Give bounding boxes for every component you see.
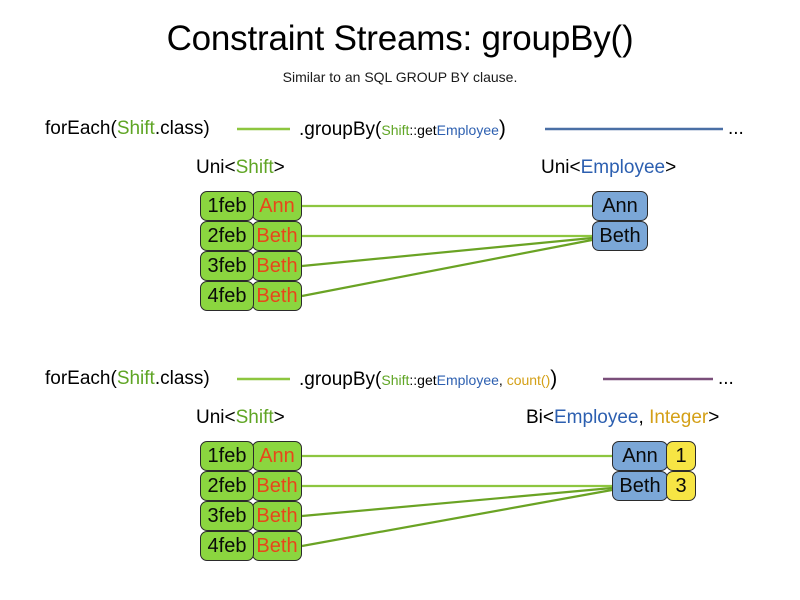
caption-type-employee: Employee <box>580 157 666 178</box>
shift-row[interactable]: 2feb Beth <box>200 221 302 251</box>
shift-row[interactable]: 1feb Ann <box>200 441 302 471</box>
groupby-keyword: .groupBy( <box>299 369 382 390</box>
foreach-keyword: forEach( <box>45 368 117 389</box>
shift-employee: Beth <box>252 221 302 251</box>
code-line-groupby-single: forEach(Shift.class) <box>45 117 210 141</box>
caption-type-shift: Shift <box>235 157 274 178</box>
caption-bi-employee-integer: Bi<Employee, Integer> <box>526 406 719 429</box>
shift-row[interactable]: 1feb Ann <box>200 191 302 221</box>
mapper-separator: ::get <box>409 122 437 138</box>
group-employee: Beth <box>592 221 648 251</box>
caption-suffix: > <box>708 407 720 428</box>
group-row[interactable]: Beth <box>592 221 648 251</box>
foreach-type-shift: Shift <box>116 368 155 389</box>
foreach-type-shift: Shift <box>116 118 155 139</box>
collector-count: count() <box>506 372 551 388</box>
code-groupby-call-single: .groupBy(Shift::getEmployee) <box>299 117 506 142</box>
shift-date: 3feb <box>200 501 254 531</box>
groupby-close-paren: ) <box>550 367 558 390</box>
code-line-groupby-count: forEach(Shift.class) <box>45 367 210 391</box>
caption-suffix: > <box>273 157 285 178</box>
caption-suffix: > <box>273 407 285 428</box>
caption-prefix: Uni< <box>541 157 581 178</box>
shift-employee: Ann <box>252 441 302 471</box>
shift-employee: Beth <box>252 281 302 311</box>
group-row[interactable]: Ann <box>592 191 648 221</box>
group-row[interactable]: Ann 1 <box>612 441 696 471</box>
page-title: Constraint Streams: groupBy() <box>166 19 634 58</box>
shift-row[interactable]: 4feb Beth <box>200 281 302 311</box>
foreach-tail: .class) <box>154 118 210 139</box>
page-subtitle: Similar to an SQL GROUP BY clause. <box>282 69 518 85</box>
shift-date: 1feb <box>200 441 254 471</box>
shift-row[interactable]: 2feb Beth <box>200 471 302 501</box>
mapper-property-employee: Employee <box>436 122 499 138</box>
shift-date: 4feb <box>200 281 254 311</box>
mapper-type-shift: Shift <box>381 372 410 388</box>
caption-uni-shift-2: Uni<Shift> <box>196 406 285 429</box>
caption-uni-employee: Uni<Employee> <box>541 156 676 179</box>
shift-row[interactable]: 3feb Beth <box>200 251 302 281</box>
group-employee: Ann <box>612 441 668 471</box>
groupby-keyword: .groupBy( <box>299 119 382 140</box>
shift-date: 2feb <box>200 471 254 501</box>
shift-row[interactable]: 3feb Beth <box>200 501 302 531</box>
shift-employee: Ann <box>252 191 302 221</box>
caption-prefix: Uni< <box>196 407 236 428</box>
mapper-type-shift: Shift <box>381 122 410 138</box>
shift-date: 1feb <box>200 191 254 221</box>
caption-prefix: Bi< <box>526 407 554 428</box>
ellipsis-single: ... <box>728 118 744 139</box>
shift-date: 4feb <box>200 531 254 561</box>
group-count: 1 <box>666 441 696 471</box>
group-employee: Ann <box>592 191 648 221</box>
shift-date: 2feb <box>200 221 254 251</box>
group-count: 3 <box>666 471 696 501</box>
shift-employee: Beth <box>252 471 302 501</box>
code-groupby-call-count: .groupBy(Shift::getEmployee, count()) <box>299 367 557 392</box>
shift-row[interactable]: 4feb Beth <box>200 531 302 561</box>
shift-employee: Beth <box>252 531 302 561</box>
foreach-keyword: forEach( <box>45 118 117 139</box>
group-employee: Beth <box>612 471 668 501</box>
caption-prefix: Uni< <box>196 157 236 178</box>
ellipsis-count: ... <box>718 368 734 389</box>
caption-uni-shift-1: Uni<Shift> <box>196 156 285 179</box>
mapper-property-employee: Employee <box>436 372 499 388</box>
caption-type-integer: Integer <box>649 407 709 428</box>
caption-type-shift: Shift <box>235 407 274 428</box>
caption-suffix: > <box>665 157 677 178</box>
mapper-separator: ::get <box>409 372 437 388</box>
shift-employee: Beth <box>252 251 302 281</box>
groupby-close-paren: ) <box>498 117 506 140</box>
caption-separator: , <box>638 407 650 428</box>
shift-date: 3feb <box>200 251 254 281</box>
caption-type-employee: Employee <box>554 407 639 428</box>
group-row[interactable]: Beth 3 <box>612 471 696 501</box>
collector-separator: , <box>498 372 507 388</box>
shift-employee: Beth <box>252 501 302 531</box>
foreach-tail: .class) <box>154 368 210 389</box>
